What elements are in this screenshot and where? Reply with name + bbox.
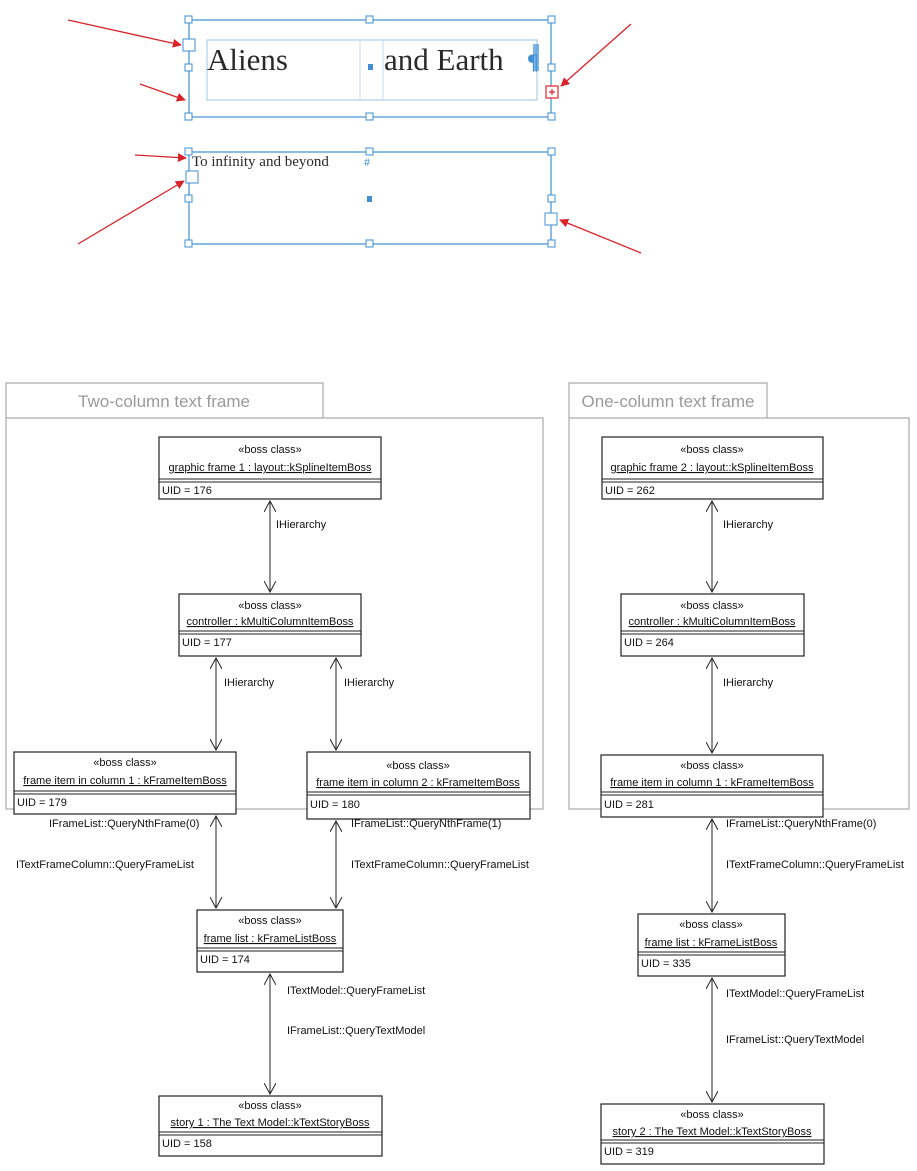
boss-box-story-left[interactable]: «boss class» story 1 : The Text Model::k… <box>158 1095 383 1157</box>
boss-name: frame list : kFrameListBoss <box>204 933 337 945</box>
boss-uid: UID = 264 <box>624 637 674 649</box>
boss-uid: UID = 158 <box>162 1138 212 1150</box>
headline-frame-handles[interactable] <box>184 15 556 121</box>
boss-uid: UID = 177 <box>182 637 232 649</box>
boss-name: graphic frame 2 : layout::kSplineItemBos… <box>611 462 814 474</box>
boss-uid: UID = 174 <box>200 954 250 966</box>
pilcrow-icon: ¶ <box>528 49 538 74</box>
boss-name: controller : kMultiColumnItemBoss <box>187 616 354 628</box>
body-text-frame[interactable]: To infinity and beyond # <box>184 147 558 248</box>
boss-box-controller-left[interactable]: «boss class» controller : kMultiColumnIt… <box>178 593 362 657</box>
arrow-to-overflow <box>560 23 632 87</box>
edge-labels: IHierarchy IHierarchy IHierarchy IFrameL… <box>16 519 904 1046</box>
boss-box-controller-right[interactable]: «boss class» controller : kMultiColumnIt… <box>620 593 805 657</box>
edge-label: IHierarchy <box>723 677 774 689</box>
boss-name: graphic frame 1 : layout::kSplineItemBos… <box>169 462 372 474</box>
body-frame-text: To infinity and beyond <box>192 154 329 170</box>
edge-label: ITextModel::QueryFrameList <box>287 985 425 997</box>
boss-name: story 1 : The Text Model::kTextStoryBoss <box>171 1117 370 1129</box>
edge-label: ITextModel::QueryFrameList <box>726 988 864 1000</box>
out-port-icon[interactable] <box>544 212 558 226</box>
boss-stereotype: «boss class» <box>679 919 743 931</box>
headline-column-1-text: Aliens <box>207 42 288 77</box>
boss-stereotype: «boss class» <box>238 915 302 927</box>
group-title: Two-column text frame <box>78 392 250 411</box>
edge-label: IFrameList::QueryNthFrame(1) <box>351 818 501 830</box>
arrow-to-frame-edge <box>139 83 186 102</box>
boss-box-frame-item-col1-left[interactable]: «boss class» frame item in column 1 : kF… <box>13 751 237 815</box>
boss-box-story-right[interactable]: «boss class» story 2 : The Text Model::k… <box>600 1103 825 1165</box>
boss-name: controller : kMultiColumnItemBoss <box>629 616 796 628</box>
boss-name: frame item in column 2 : kFrameItemBoss <box>316 777 520 789</box>
callout-arrows <box>67 19 642 254</box>
boss-uid: UID = 180 <box>310 799 360 811</box>
frame-center-point <box>367 196 372 202</box>
boss-stereotype: «boss class» <box>238 600 302 612</box>
boss-uid: UID = 176 <box>162 485 212 497</box>
edge-label: IHierarchy <box>344 677 395 689</box>
boss-uid: UID = 281 <box>604 799 654 811</box>
boss-class-boxes: «boss class» graphic frame 1 : layout::k… <box>13 436 825 1165</box>
boss-uid: UID = 335 <box>641 958 691 970</box>
arrow-to-body-in-port <box>77 180 185 245</box>
edge-label: ITextFrameColumn::QueryFrameList <box>351 859 529 871</box>
body-frame-handles[interactable] <box>184 147 556 248</box>
boss-stereotype: «boss class» <box>238 1100 302 1112</box>
frame-center-point <box>368 64 373 70</box>
edge-label: IFrameList::QueryNthFrame(0) <box>726 818 876 830</box>
boss-name: story 2 : The Text Model::kTextStoryBoss <box>613 1126 812 1138</box>
edge-label: ITextFrameColumn::QueryFrameList <box>726 859 904 871</box>
boss-stereotype: «boss class» <box>680 1109 744 1121</box>
group-title: One-column text frame <box>582 392 755 411</box>
top-illustration: Aliens and Earth ¶ <box>67 15 642 254</box>
text-caret <box>533 44 539 71</box>
boss-box-frame-item-col2-left[interactable]: «boss class» frame item in column 2 : kF… <box>306 751 531 820</box>
edge-label: IHierarchy <box>224 677 275 689</box>
edge-label: IHierarchy <box>723 519 774 531</box>
boss-box-frame-list-left[interactable]: «boss class» frame list : kFrameListBoss… <box>196 909 344 973</box>
boss-name: frame item in column 1 : kFrameItemBoss <box>23 775 227 787</box>
boss-name: frame item in column 1 : kFrameItemBoss <box>610 777 814 789</box>
arrow-to-out-port <box>559 218 642 254</box>
edge-label: IFrameList::QueryTextModel <box>287 1025 425 1037</box>
boss-uid: UID = 262 <box>605 485 655 497</box>
connectors <box>216 501 712 1102</box>
group-two-column: Two-column text frame <box>5 382 544 810</box>
end-of-story-icon: # <box>364 155 370 169</box>
boss-box-frame-list-right[interactable]: «boss class» frame list : kFrameListBoss… <box>637 913 786 977</box>
edge-label: IHierarchy <box>276 519 327 531</box>
boss-stereotype: «boss class» <box>238 444 302 456</box>
boss-stereotype: «boss class» <box>93 757 157 769</box>
headline-text-frame[interactable]: Aliens and Earth ¶ <box>182 15 559 121</box>
arrow-to-in-port <box>67 19 182 48</box>
overflow-plus-icon[interactable] <box>545 85 559 99</box>
boss-name: frame list : kFrameListBoss <box>645 937 778 949</box>
boss-box-graphic-frame-2[interactable]: «boss class» graphic frame 2 : layout::k… <box>601 436 824 500</box>
edge-label: IFrameList::QueryNthFrame(0) <box>49 818 199 830</box>
boss-box-graphic-frame-1[interactable]: «boss class» graphic frame 1 : layout::k… <box>158 436 382 500</box>
boss-stereotype: «boss class» <box>680 760 744 772</box>
in-port-icon[interactable] <box>182 38 196 52</box>
boss-uid: UID = 319 <box>604 1146 654 1158</box>
boss-box-frame-item-col1-right[interactable]: «boss class» frame item in column 1 : kF… <box>600 754 824 818</box>
in-port-icon[interactable] <box>185 170 199 184</box>
boss-stereotype: «boss class» <box>680 444 744 456</box>
boss-stereotype: «boss class» <box>680 600 744 612</box>
boss-uid: UID = 179 <box>17 797 67 809</box>
boss-stereotype: «boss class» <box>386 760 450 772</box>
arrow-to-text-start <box>134 153 187 163</box>
headline-column-2-text: and Earth <box>384 42 504 77</box>
edge-label: ITextFrameColumn::QueryFrameList <box>16 859 194 871</box>
edge-label: IFrameList::QueryTextModel <box>726 1034 864 1046</box>
